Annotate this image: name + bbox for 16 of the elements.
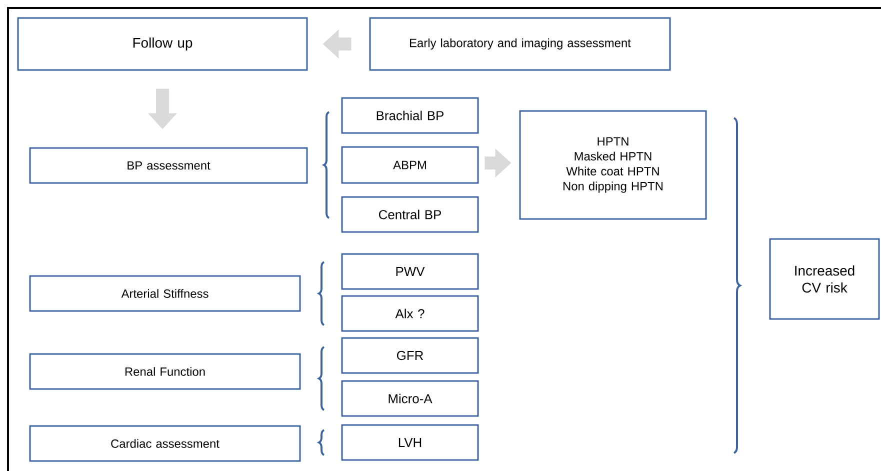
process-box: Alx ?: [341, 295, 479, 332]
process-box: GFR: [341, 337, 479, 374]
process-box: Follow up: [17, 17, 308, 71]
process-box: Arterial Stiffness: [29, 275, 301, 312]
outcome-box: HPTN Masked HPTN White coat HPTN Non dipping HPTN: [519, 110, 707, 220]
process-box: BP assessment: [29, 147, 308, 184]
process-box: Renal Function: [29, 353, 301, 390]
process-box: Brachial BP: [341, 97, 479, 134]
process-box: Micro-A: [341, 380, 479, 417]
process-box: LVH: [341, 424, 479, 461]
outcome-box: Increased CV risk: [769, 238, 880, 320]
process-box: Cardiac assessment: [29, 425, 301, 462]
process-box: Early laboratory and imaging assessment: [369, 17, 671, 71]
process-box: PWV: [341, 253, 479, 290]
process-box: Central BP: [341, 196, 479, 233]
process-box: ABPM: [341, 146, 479, 184]
